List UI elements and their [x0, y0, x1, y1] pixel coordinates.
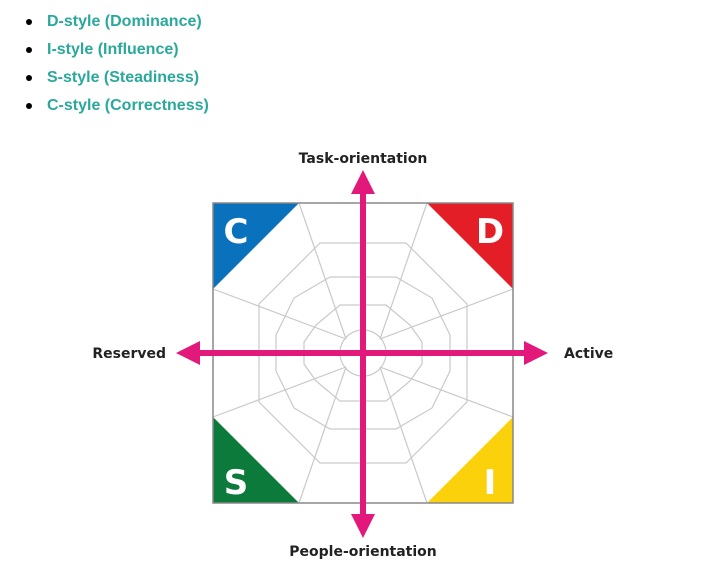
web-diagonal-br [379, 366, 428, 504]
web-diagonal-tr [379, 202, 428, 340]
web-inner-ring [303, 304, 423, 402]
web-diagonal-tl2 [212, 288, 347, 340]
web-diagonal-br2 [379, 366, 514, 418]
s-style-link[interactable]: S-style (Steadiness) [47, 69, 200, 86]
quadrant-c-letter: C [224, 212, 249, 252]
horizontal-axis-bar [196, 350, 530, 356]
axis-label-right: Active [564, 346, 613, 362]
web-diagonal-bl [298, 366, 347, 504]
arrow-up-icon [351, 170, 375, 194]
axis-label-bottom: People-orientation [289, 544, 437, 560]
web-diagonal-tr2 [379, 288, 514, 340]
web-diagonal-bl2 [212, 366, 347, 418]
arrow-right-icon [524, 341, 548, 365]
web-outer-octagon [258, 242, 468, 464]
c-style-link[interactable]: C-style (Correctness) [47, 97, 209, 114]
i-style-link[interactable]: I-style (Influence) [47, 41, 179, 58]
quadrant-i-triangle [427, 417, 513, 503]
bullet-icon [26, 103, 32, 109]
axis-arrows [176, 170, 548, 538]
quadrant-d-triangle [427, 203, 513, 289]
arrow-down-icon [351, 514, 375, 538]
quadrant-d-letter: D [476, 212, 504, 252]
web-middle-ring [275, 276, 451, 430]
bullet-icon [26, 47, 32, 53]
quadrant-s-letter: S [224, 463, 249, 503]
bullet-icon [26, 19, 32, 25]
quadrant-s-triangle [213, 417, 299, 503]
quadrant-c-triangle [213, 203, 299, 289]
web-diagonal-tl [298, 202, 347, 340]
arrow-left-icon [176, 341, 200, 365]
axis-label-left: Reserved [92, 346, 166, 362]
axis-label-top: Task-orientation [299, 151, 428, 167]
d-style-link[interactable]: D-style (Dominance) [47, 13, 202, 30]
bullet-icon [26, 75, 32, 81]
quadrant-i-letter: I [484, 463, 497, 503]
